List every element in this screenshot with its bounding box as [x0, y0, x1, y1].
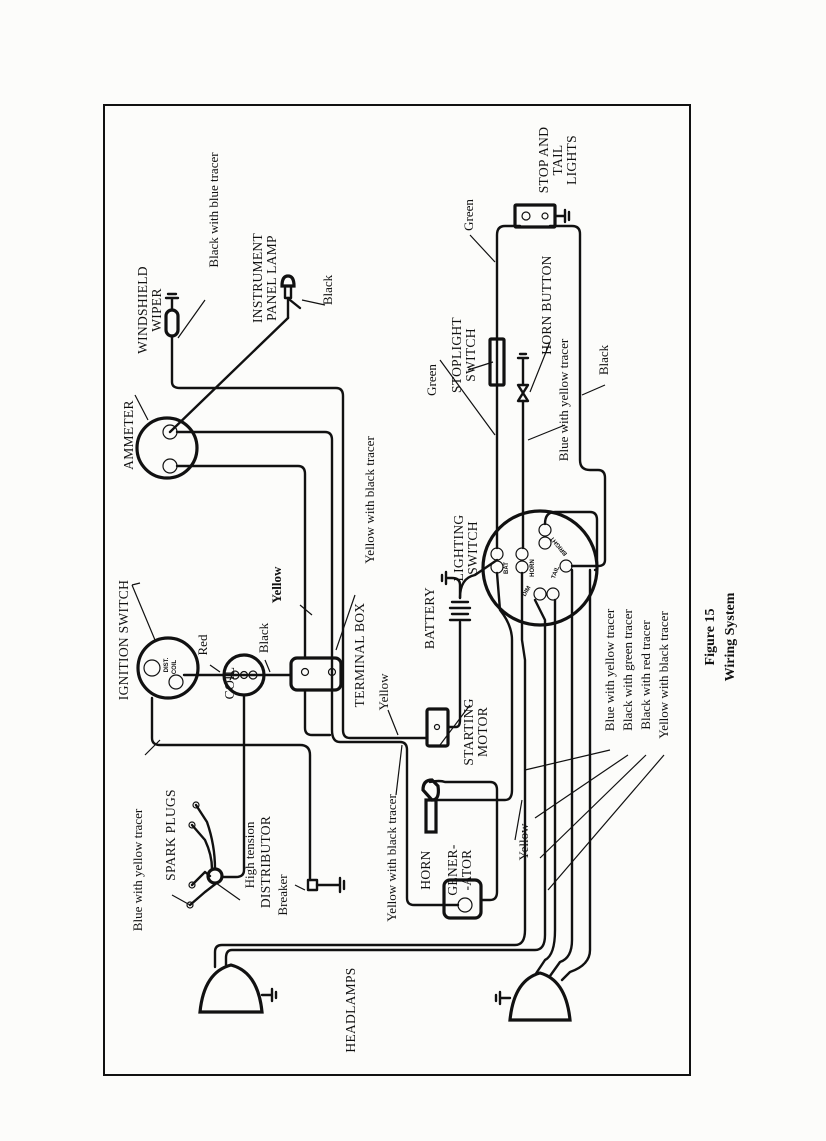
switch-tail-label: TAIL — [551, 565, 561, 579]
switch-horn-label: HORN — [530, 559, 536, 577]
wire-label-blue-yellow: Blue with yellow tracer — [556, 338, 571, 461]
wire-label-red: Red — [195, 634, 210, 655]
switch-bat-label: BAT — [504, 562, 510, 574]
coil-label: COIL — [222, 667, 237, 700]
headlamp-left — [198, 963, 278, 1014]
generator-label: -ATOR — [459, 849, 474, 890]
headlamps-label: HEADLAMPS — [343, 967, 358, 1052]
breaker — [306, 876, 346, 894]
coil-terminal-label: COIL — [172, 660, 178, 675]
dist-terminal-label: DIST. — [164, 657, 170, 672]
ammeter-label: AMMETER — [121, 400, 136, 470]
stoplight-switch-label: SWITCH — [463, 328, 478, 382]
starting-motor — [425, 707, 450, 748]
starting-motor-label: MOTOR — [475, 707, 490, 757]
wire-label-black-blue: Black with blue tracer — [206, 152, 221, 268]
stoplight-switch-label: STOPLIGHT — [449, 317, 464, 393]
wire-label-yellow: Yellow — [269, 566, 284, 603]
switch-dim-label: DIM — [522, 585, 533, 598]
windshield-wiper-label: WIPER — [149, 288, 164, 332]
figure-number: Figure 15 — [703, 609, 718, 666]
starting-motor-label: STARTING — [461, 698, 476, 765]
instrument-panel-lamp-label: INSTRUMENT — [250, 233, 265, 323]
diagram-frame — [103, 104, 691, 1076]
labels: IGNITION SWITCH Blue with yellow tracer … — [116, 127, 671, 1053]
lighting-switch-label: SWITCH — [465, 521, 480, 575]
terminal-box-label: TERMINAL BOX — [352, 603, 367, 708]
horn-label: HORN — [418, 850, 433, 889]
stop-and-tail-lights — [513, 203, 571, 229]
terminal-box — [289, 656, 343, 692]
instrument-panel-lamp — [280, 274, 302, 320]
wire-label-green: Green — [461, 199, 476, 231]
wire-label-black: Black — [596, 344, 611, 375]
wire-label-black: Black — [320, 274, 335, 305]
wire-label-black-red: Black with red tracer — [638, 620, 653, 730]
wire-label-black-green: Black with green tracer — [620, 609, 635, 731]
stop-tail-lights-label: STOP AND — [536, 127, 551, 194]
breaker-label: Breaker — [275, 874, 290, 916]
lighting-switch-label: LIGHTING — [451, 515, 466, 582]
wire-label-blue-yellow: Blue with yellow tracer — [130, 808, 145, 931]
wire-label-yellow-black: Yellow with black tracer — [656, 611, 671, 739]
wire-label-yellow: Yellow — [376, 673, 391, 711]
switch-bright-label: BRIGHT — [549, 535, 569, 557]
ignition-switch-label: IGNITION SWITCH — [116, 580, 131, 700]
battery — [440, 570, 472, 622]
stop-tail-lights-label: TAIL — [550, 145, 565, 176]
wire-label-green: Green — [424, 364, 439, 396]
horn — [421, 778, 440, 834]
wire-label-yellow-black: Yellow with black tracer — [362, 436, 377, 564]
distributor — [186, 801, 224, 909]
wire-label-black: Black — [256, 622, 271, 653]
instrument-panel-lamp-label: PANEL LAMP — [264, 235, 279, 321]
wires — [150, 224, 607, 982]
wire-label-yellow-black: Yellow with black tracer — [384, 794, 399, 922]
spark-plugs-label: SPARK PLUGS — [163, 789, 178, 881]
horn-button — [516, 352, 530, 403]
stop-tail-lights-label: LIGHTS — [564, 135, 579, 185]
ignition-switch: DIST. COIL — [136, 636, 200, 700]
wire-label-blue-yellow: Blue with yellow tracer — [602, 608, 617, 731]
ammeter — [135, 416, 199, 480]
wire-label-yellow: Yellow — [516, 823, 531, 861]
windshield-wiper — [164, 292, 180, 338]
leader-lines — [131, 234, 665, 906]
headlamp-right — [494, 971, 572, 1022]
battery-label: BATTERY — [422, 587, 437, 649]
horn-button-label: HORN BUTTON — [539, 255, 554, 354]
distributor-label: DISTRIBUTOR — [258, 816, 273, 908]
figure-title: Wiring System — [723, 592, 738, 681]
generator-label: GENER- — [445, 844, 460, 895]
high-tension-label: High tension — [242, 821, 257, 888]
windshield-wiper-label: WINDSHIELD — [135, 266, 150, 354]
